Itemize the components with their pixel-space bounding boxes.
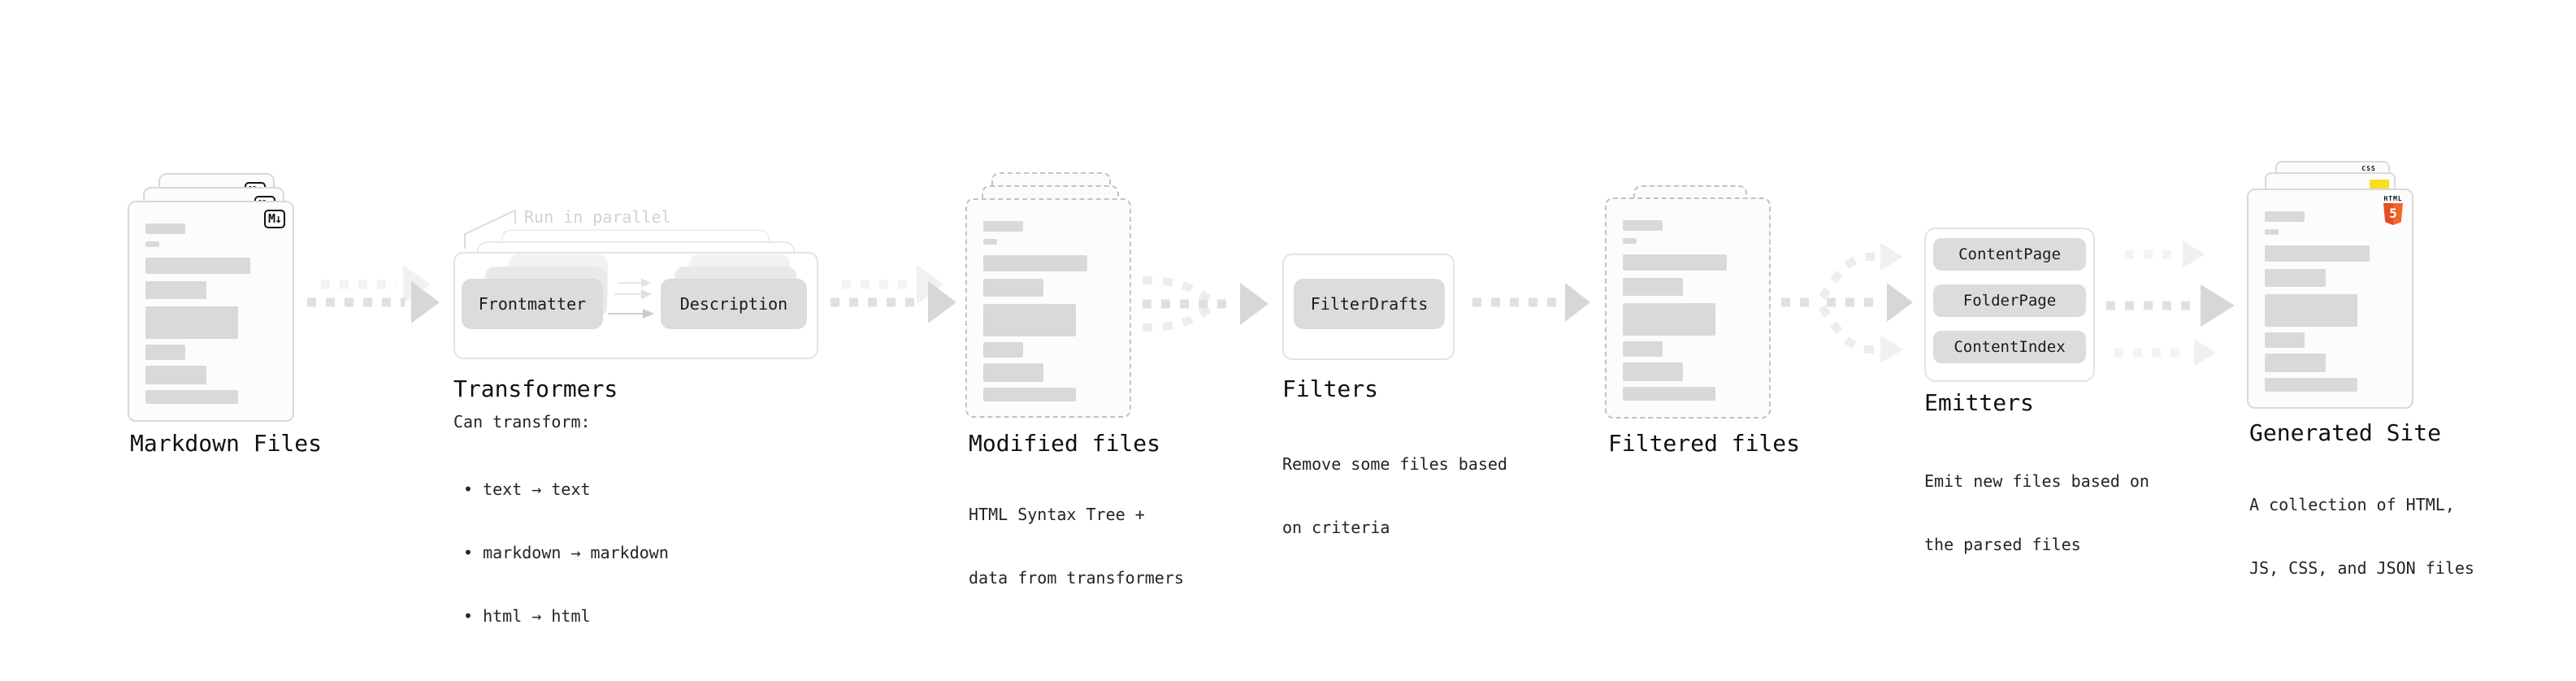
description-line: A collection of HTML, <box>2249 495 2455 514</box>
placeholder-line <box>1623 303 1715 336</box>
description-line: Remove some files based <box>1282 454 1507 474</box>
placeholder-line <box>145 306 239 339</box>
run-in-parallel-annotation: Run in parallel <box>524 207 671 227</box>
placeholder-line <box>1623 220 1663 231</box>
placeholder-line <box>1623 254 1727 271</box>
placeholder-line <box>983 342 1023 358</box>
placeholder-line <box>145 241 160 247</box>
document-placeholder-lines <box>983 221 1112 401</box>
contentpage-chip: ContentPage <box>1933 238 2086 271</box>
emitters-description: Emit new files based on the parsed files <box>1924 428 2149 597</box>
description-line: HTML Syntax Tree + <box>969 505 1145 524</box>
placeholder-line <box>145 281 206 299</box>
placeholder-line <box>983 221 1023 232</box>
generated-file-card-front: HTML 5 <box>2247 189 2413 409</box>
transform-bullet: • text → text <box>463 479 591 499</box>
arrow-markdown-to-transformers <box>307 265 440 323</box>
filterdrafts-chip: FilterDrafts <box>1294 279 1445 329</box>
description-chip: Description <box>661 279 807 329</box>
js-icon <box>2370 180 2389 190</box>
transformers-description-title: Can transform: <box>453 412 591 432</box>
modified-files-description: HTML Syntax Tree + data from transformer… <box>969 462 1184 631</box>
transform-bullet: • markdown → markdown <box>463 543 669 562</box>
placeholder-line <box>2265 294 2358 327</box>
transformers-bullet-list: • text → text • markdown → markdown • ht… <box>463 436 669 669</box>
filtered-file-card-front <box>1605 197 1771 419</box>
css-icon-caption: CSS <box>2361 165 2376 172</box>
placeholder-line <box>145 258 250 274</box>
markdown-icon: M↓ <box>263 210 285 228</box>
placeholder-line <box>983 304 1076 336</box>
placeholder-line <box>145 366 206 384</box>
placeholder-line <box>983 255 1087 271</box>
description-line: the parsed files <box>1924 535 2081 554</box>
description-line: data from transformers <box>969 568 1184 588</box>
frontmatter-chip: Frontmatter <box>462 279 603 329</box>
placeholder-line <box>145 223 186 234</box>
description-line: Emit new files based on <box>1924 471 2149 491</box>
placeholder-line <box>983 239 998 245</box>
placeholder-line <box>2265 229 2279 235</box>
filtered-files-label: Filtered files <box>1608 430 1801 457</box>
placeholder-line <box>983 363 1044 382</box>
filters-description: Remove some files based on criteria <box>1282 411 1507 580</box>
placeholder-line <box>2265 332 2305 348</box>
placeholder-line <box>2265 354 2326 372</box>
markdown-file-card-front: M↓ <box>128 201 294 422</box>
placeholder-line <box>145 390 239 404</box>
placeholder-line <box>1623 362 1684 381</box>
transform-bullet: • html → html <box>463 606 591 626</box>
placeholder-line <box>2265 211 2305 222</box>
description-line: on criteria <box>1282 518 1390 537</box>
document-placeholder-lines <box>145 223 275 404</box>
html5-icon-caption: HTML <box>2383 195 2403 202</box>
placeholder-line <box>2265 269 2326 287</box>
arrow-modified-files-to-filters <box>1142 276 1268 332</box>
html5-icon-shield: 5 <box>2383 203 2403 225</box>
generated-site-description: A collection of HTML, JS, CSS, and JSON … <box>2249 452 2474 621</box>
placeholder-line <box>983 388 1076 401</box>
modified-files-label: Modified files <box>969 430 1161 457</box>
markdown-files-label: Markdown Files <box>130 430 323 457</box>
folderpage-chip: FolderPage <box>1933 284 2086 317</box>
emitters-label: Emitters <box>1924 389 2034 416</box>
html5-icon: HTML 5 <box>2383 195 2404 225</box>
description-line: JS, CSS, and JSON files <box>2249 558 2474 578</box>
arrow-filtered-files-to-emitters <box>1781 243 1913 363</box>
transformers-label: Transformers <box>453 375 618 402</box>
arrow-transformers-to-modified-files <box>830 265 956 323</box>
modified-file-card-front <box>965 198 1131 418</box>
placeholder-line <box>2265 245 2370 262</box>
arrow-emitters-to-generated-site <box>2106 241 2235 367</box>
placeholder-line <box>2265 378 2358 392</box>
filters-label: Filters <box>1282 375 1379 402</box>
generated-site-label: Generated Site <box>2249 419 2442 446</box>
placeholder-line <box>1623 387 1715 401</box>
document-placeholder-lines <box>1623 220 1751 401</box>
contentindex-chip: ContentIndex <box>1933 331 2086 363</box>
placeholder-line <box>1623 278 1684 296</box>
placeholder-line <box>145 345 186 360</box>
placeholder-line <box>1623 341 1663 357</box>
placeholder-line <box>1623 238 1637 244</box>
placeholder-line <box>983 279 1044 297</box>
document-placeholder-lines <box>2265 211 2394 392</box>
arrow-filters-to-filtered-files <box>1472 283 1590 322</box>
